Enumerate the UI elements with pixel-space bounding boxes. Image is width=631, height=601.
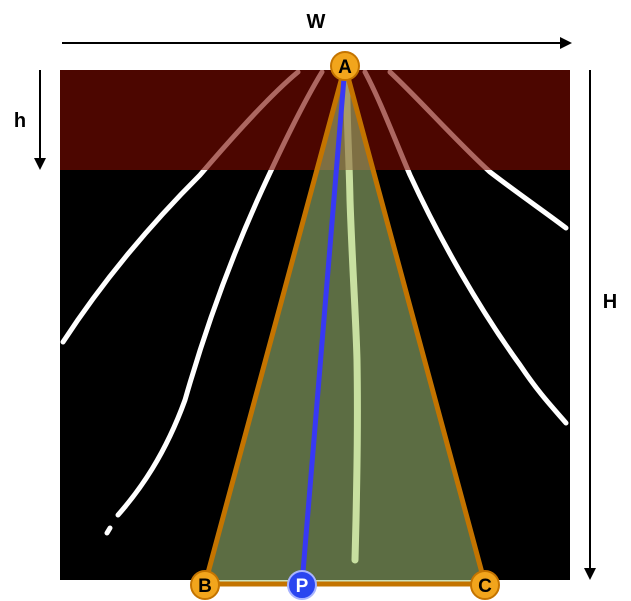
svg-text:P: P: [296, 576, 309, 597]
point-p: P: [287, 570, 317, 600]
point-b: B: [190, 570, 220, 600]
svg-text:A: A: [338, 57, 352, 78]
svg-text:B: B: [198, 576, 212, 597]
point-c: C: [470, 570, 500, 600]
band-height-label: h: [14, 110, 26, 132]
width-label: W: [307, 11, 326, 33]
svg-text:C: C: [478, 576, 492, 597]
height-label: H: [603, 291, 617, 313]
triangle-abc: [202, 63, 488, 587]
region-h-band: [60, 70, 570, 170]
point-a: A: [330, 51, 360, 81]
center-line-ap: [299, 65, 348, 585]
